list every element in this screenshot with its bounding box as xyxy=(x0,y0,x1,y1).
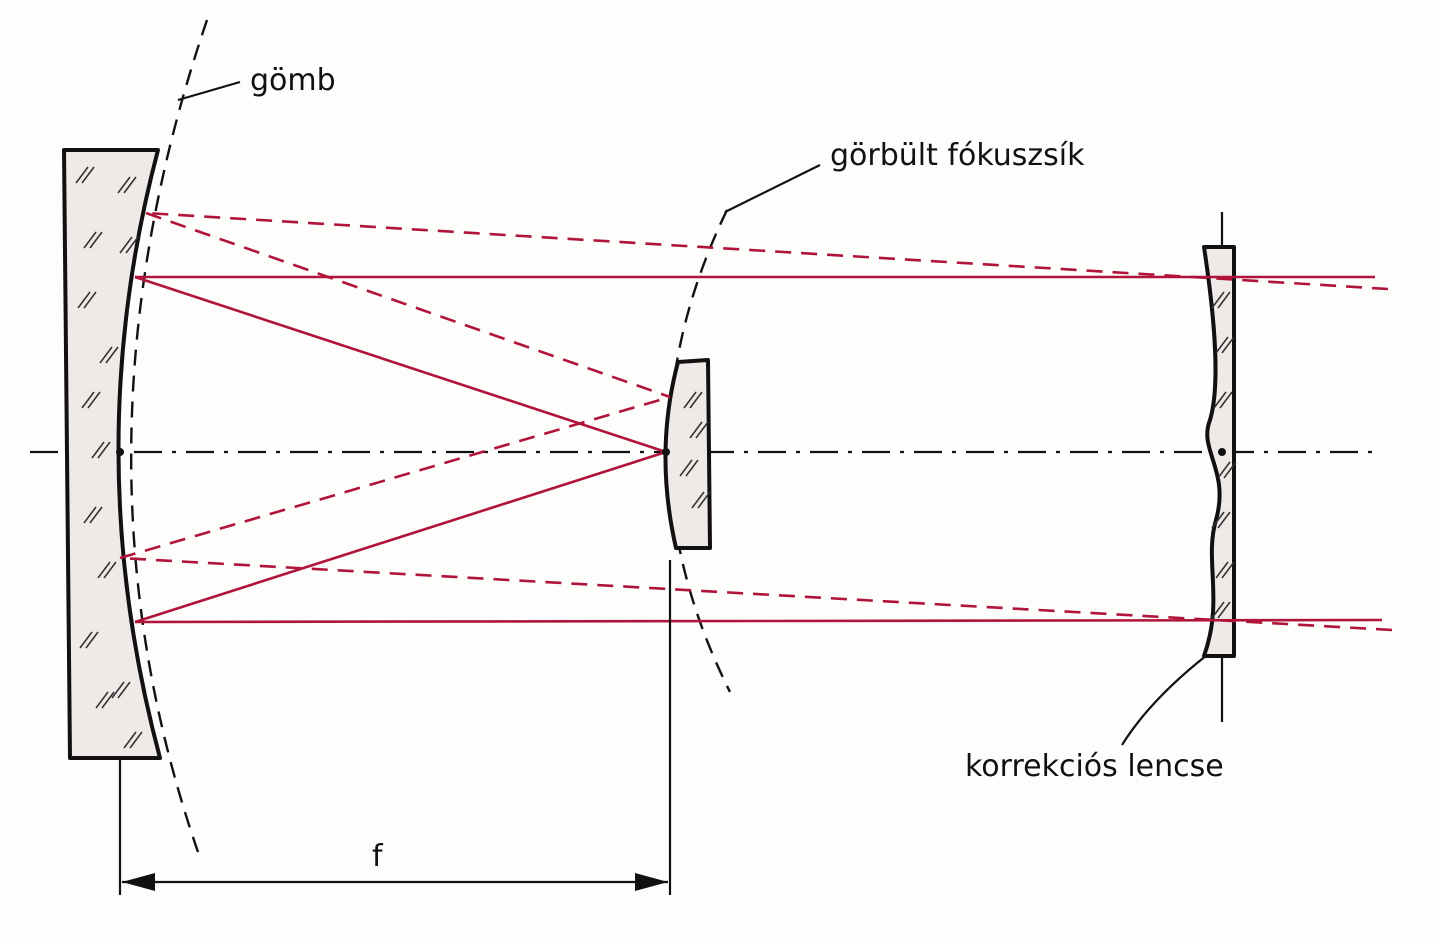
focal-point xyxy=(662,448,670,456)
mirror-hatch-mark xyxy=(123,176,137,194)
corrector-hatch-mark xyxy=(1217,461,1231,479)
dimension-arrow-right xyxy=(635,873,668,891)
field-lens-hatch-mark xyxy=(691,491,705,509)
corrector-hatch-mark xyxy=(1213,391,1227,409)
mirror-hatch-mark xyxy=(105,346,119,364)
focal-surface-leader-line xyxy=(724,164,821,213)
sphere-leader-line xyxy=(177,80,241,102)
mirror-hatch-mark xyxy=(81,166,95,184)
corrector-hatch-mark xyxy=(1223,461,1237,479)
mirror-hatch-mark xyxy=(83,231,97,249)
mirror-hatch-mark xyxy=(101,691,115,709)
mirror-hatch-mark xyxy=(119,236,133,254)
corrector-hatch-mark xyxy=(1217,291,1231,309)
corrector-hatch-mark xyxy=(1217,511,1231,529)
ray-lower-incoming xyxy=(134,618,1383,624)
mirror-hatch-mark xyxy=(111,681,125,699)
focal-surface-curve xyxy=(668,209,732,693)
mirror-hatch-mark xyxy=(83,506,97,524)
mirror-hatch-mark xyxy=(99,346,113,364)
dimension-arrow-left xyxy=(122,873,155,891)
mirror-vertex-point xyxy=(116,448,124,456)
corrector-center-point xyxy=(1218,448,1226,456)
mirror-hatch-mark xyxy=(123,731,137,749)
field-lens-hatching xyxy=(679,391,711,509)
mirror-hatch-mark xyxy=(117,176,131,194)
focal-surface-label: görbült fókuszsík xyxy=(830,138,1085,173)
mirror-hatch-mark xyxy=(117,681,131,699)
mirror-hatch-mark xyxy=(75,166,89,184)
mirror-hatch-mark xyxy=(83,291,97,309)
corrector-hatch-mark xyxy=(1221,336,1235,354)
corrector-hatch-mark xyxy=(1221,561,1235,579)
ray-bundle xyxy=(119,211,1393,632)
ray-dashed-upper-reflected xyxy=(145,211,671,399)
mirror-hatch-mark xyxy=(91,441,105,459)
mirror-hatch-mark xyxy=(97,561,111,579)
mirror-hatch-mark xyxy=(85,631,99,649)
mirror-hatch-mark xyxy=(87,391,101,409)
corrector-hatch-mark xyxy=(1215,561,1229,579)
mirror-hatch-mark xyxy=(77,291,91,309)
mirror-hatch-mark xyxy=(129,731,143,749)
mirror-hatch-mark xyxy=(103,561,117,579)
mirror-hatching xyxy=(75,166,143,749)
sphere-label: gömb xyxy=(250,63,336,98)
corrector-hatch-mark xyxy=(1211,601,1225,619)
ray-dashed-lower-incoming xyxy=(119,556,1393,632)
field-lens-hatch-mark xyxy=(697,491,711,509)
ray-lower-reflected xyxy=(134,450,667,624)
field-lens xyxy=(663,358,712,550)
field-lens-hatch-mark xyxy=(695,421,709,439)
corrector-plate xyxy=(1202,212,1237,722)
primary-mirror xyxy=(62,148,162,760)
corrector-hatching xyxy=(1211,291,1237,619)
mirror-hatch-mark xyxy=(81,391,95,409)
corrector-hatch-mark xyxy=(1215,336,1229,354)
field-lens-hatch-mark xyxy=(685,459,699,477)
mirror-hatch-mark xyxy=(95,691,109,709)
corrector-hatch-mark xyxy=(1211,291,1225,309)
field-lens-hatch-mark xyxy=(679,459,693,477)
corrector-leader-line xyxy=(1121,654,1208,746)
ray-dashed-lower-reflected xyxy=(119,395,671,560)
field-lens-hatch-mark xyxy=(689,421,703,439)
corrector-label: korrekciós lencse xyxy=(965,749,1224,784)
corrector-hatch-mark xyxy=(1217,601,1231,619)
focal-length-dimension xyxy=(118,560,672,895)
mirror-hatch-mark xyxy=(89,506,103,524)
field-lens-hatch-mark xyxy=(683,391,697,409)
mirror-hatch-mark xyxy=(89,231,103,249)
corrector-hatch-mark xyxy=(1219,391,1233,409)
mirror-hatch-mark xyxy=(125,236,139,254)
mirror-hatch-mark xyxy=(79,631,93,649)
focal-length-label: f xyxy=(372,839,384,874)
mirror-hatch-mark xyxy=(97,441,111,459)
field-lens-hatch-mark xyxy=(689,391,703,409)
corrector-hatch-mark xyxy=(1211,511,1225,529)
